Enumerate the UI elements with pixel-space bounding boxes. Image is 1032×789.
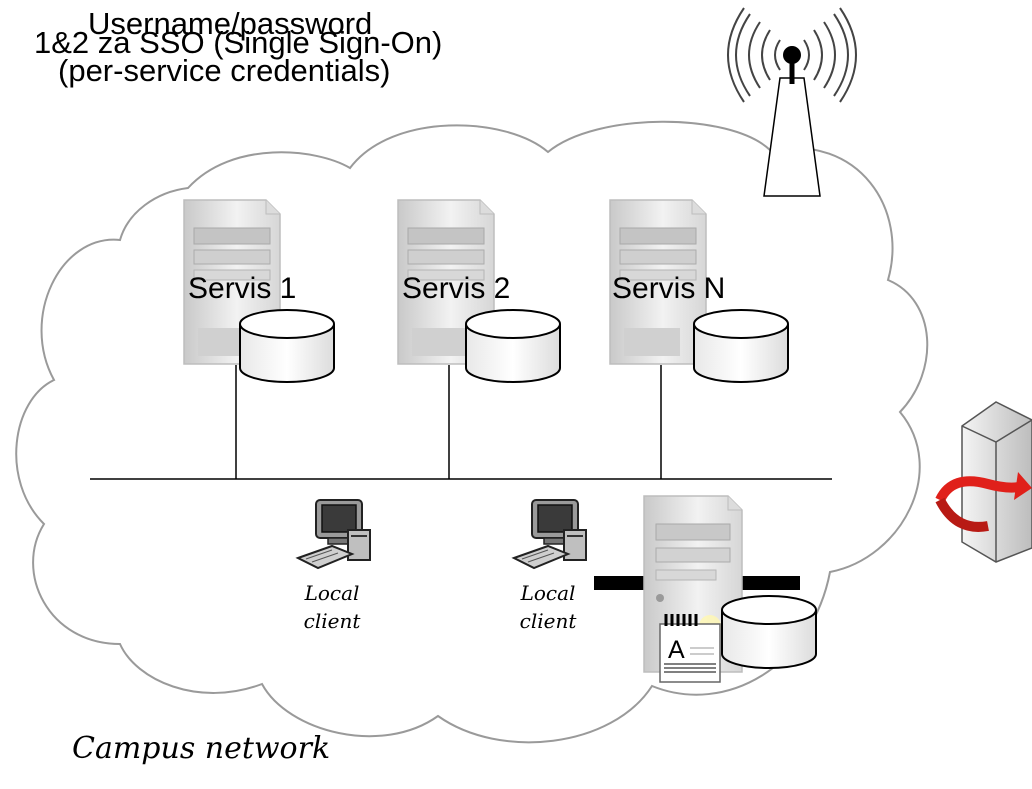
database-icon — [465, 309, 561, 383]
radio-tower-icon — [727, 7, 857, 197]
title-line-1: Username/password — [88, 6, 372, 41]
id-card-icon: A — [659, 614, 721, 683]
campus-network-label: Campus network — [72, 731, 330, 766]
title-line-3: (per-service credentials) — [58, 53, 391, 88]
client-1-label-line2: client — [304, 609, 362, 633]
auth-server-link-right — [742, 576, 800, 590]
service-1-label: Servis 1 — [188, 272, 296, 305]
database-icon — [693, 309, 789, 383]
client-1-label-line1: Local — [304, 581, 360, 605]
id-card-letter: A — [668, 636, 685, 664]
service-n-label: Servis N — [612, 272, 725, 305]
service-2-label: Servis 2 — [402, 272, 510, 305]
auth-server-link-left — [594, 576, 646, 590]
client-2-label-line1: Local — [520, 581, 576, 605]
database-icon — [721, 595, 817, 669]
client-2-label-line2: client — [520, 609, 578, 633]
title-line-2: 1&2 za SSO (Single Sign-On) — [34, 25, 442, 60]
external-server-icon — [935, 401, 1032, 563]
database-icon — [239, 309, 335, 383]
